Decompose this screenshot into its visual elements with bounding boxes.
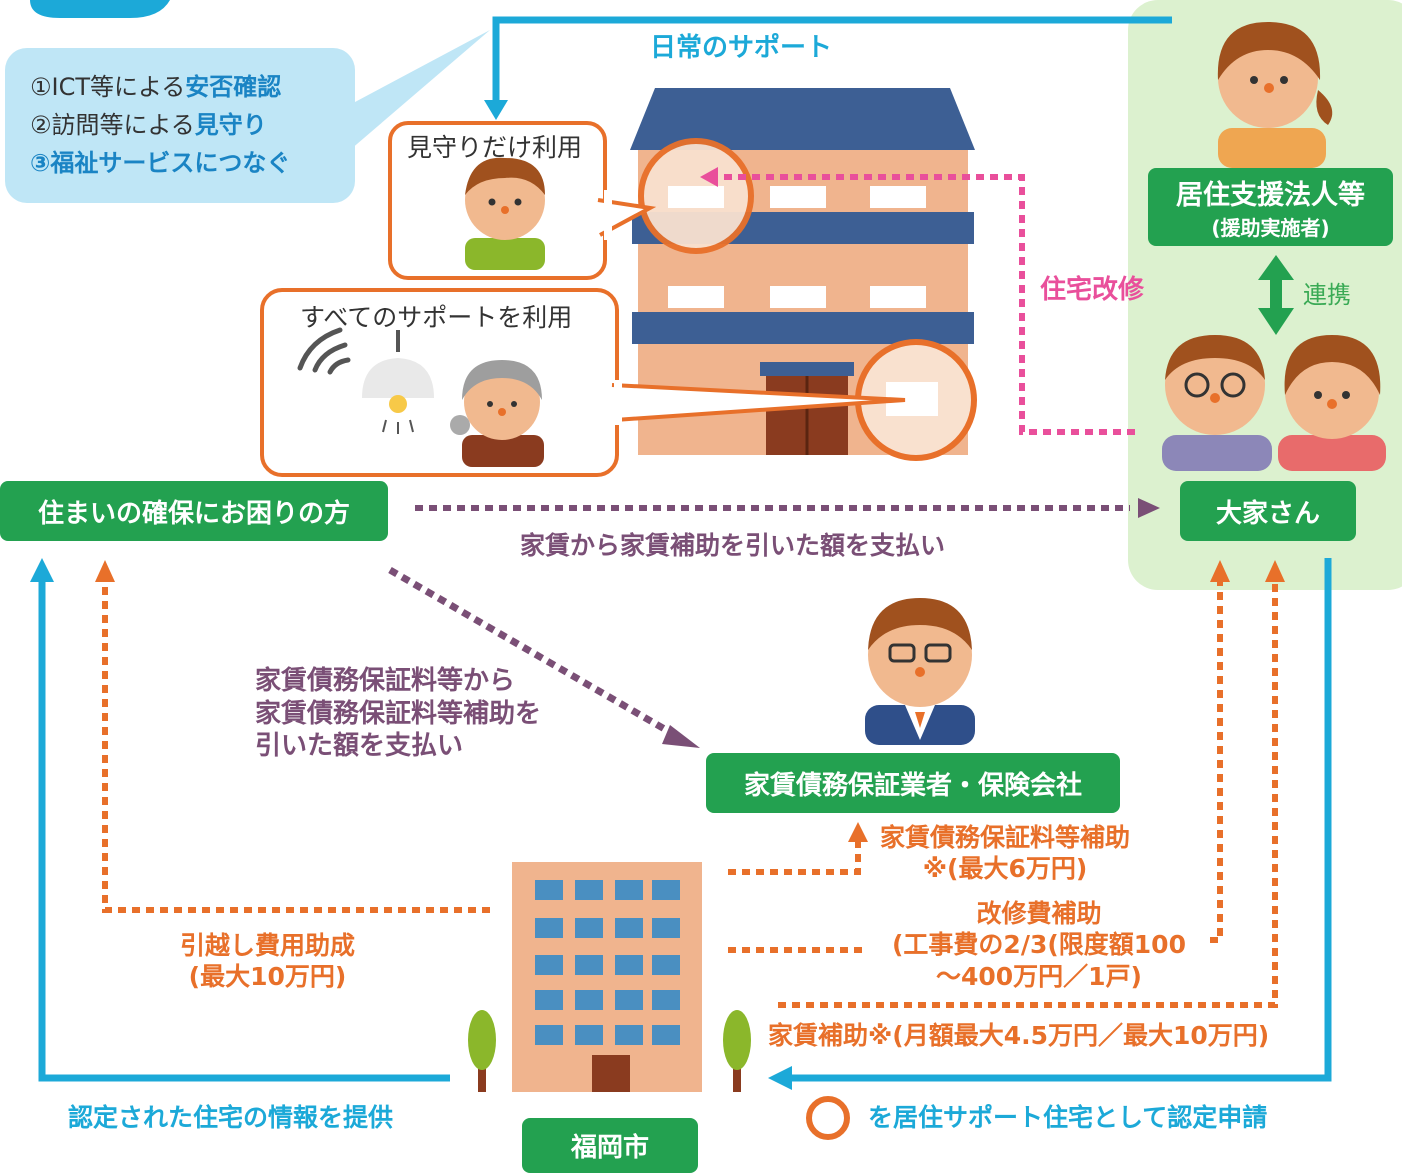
support-org-subtitle: (援助実施者)	[1211, 216, 1330, 240]
cooperation-label: 連携	[1303, 281, 1351, 309]
guarantee-subsidy-label: 家賃債務保証料等補助 ※(最大6万円)	[880, 823, 1131, 884]
renovation-label: 住宅改修	[1040, 275, 1145, 305]
bubble-watch-only-label: 見守りだけ利用	[407, 133, 583, 162]
support-org-title: 居住支援法人等	[1176, 180, 1365, 211]
lamp-icon	[362, 330, 434, 434]
legend-list: ①ICT等による安否確認 ②訪問等による見守り ③福祉サービスにつなぐ	[30, 68, 290, 182]
renovation-subsidy-line-b	[1210, 580, 1223, 943]
wifi-icon	[297, 327, 351, 375]
support-staff-woman-icon	[1217, 22, 1333, 168]
guarantee-subsidy-line	[728, 840, 861, 875]
circle-marker-icon	[806, 1096, 850, 1140]
certification-label: を居住サポート住宅として認定申請	[868, 1103, 1268, 1132]
guarantor-man-icon	[865, 598, 975, 745]
info-provide-line	[38, 580, 450, 1082]
daily-support-line	[492, 16, 1172, 108]
info-provide-label: 認定された住宅の情報を提供	[68, 1103, 394, 1132]
header-tab	[30, 0, 170, 18]
tree-icon	[468, 1010, 751, 1092]
rent-subsidy-label: 家賃補助※(月額最大4.5万円／最大10万円)	[768, 1021, 1270, 1050]
cooperation-arrow-icon	[1258, 255, 1294, 335]
renovation-line	[710, 174, 1140, 435]
guarantee-payment-label: 家賃債務保証料等から 家賃債務保証料等補助を 引いた額を支払い	[255, 666, 542, 761]
tenant-box: 住まいの確保にお困りの方	[0, 481, 388, 541]
guarantor-box: 家賃債務保証業者・保険会社	[706, 753, 1120, 813]
landlord-couple-icon	[1162, 335, 1386, 471]
rent-subsidy-line	[778, 580, 1278, 1008]
young-man-icon	[465, 157, 545, 270]
apartment-building-icon	[630, 88, 977, 461]
city-hall-building-icon	[512, 862, 702, 1092]
legend-item-watch: ②訪問等による見守り	[30, 111, 267, 139]
certification-line	[790, 558, 1332, 1082]
legend-bubble	[5, 48, 355, 203]
landlord-box: 大家さん	[1180, 481, 1356, 541]
bubble-all-support-label: すべてのサポートを利用	[300, 303, 573, 332]
legend-item-safety: ①ICT等による安否確認	[30, 73, 282, 101]
moving-subsidy-label: 引越し費用助成 (最大10万円)	[180, 931, 356, 992]
support-org-box: 居住支援法人等 (援助実施者)	[1148, 168, 1393, 246]
renovation-subsidy-label: 改修費補助 (工事費の2/3(限度額100 〜400万円／1戸)	[892, 899, 1186, 991]
legend-item-welfare: ③福祉サービスにつなぐ	[30, 149, 291, 177]
rent-payment-label: 家賃から家賃補助を引いた額を支払い	[520, 531, 946, 560]
moving-subsidy-line	[102, 580, 490, 913]
daily-support-label: 日常のサポート	[650, 33, 833, 63]
elderly-woman-icon	[450, 360, 544, 467]
city-box: 福岡市	[522, 1118, 698, 1173]
